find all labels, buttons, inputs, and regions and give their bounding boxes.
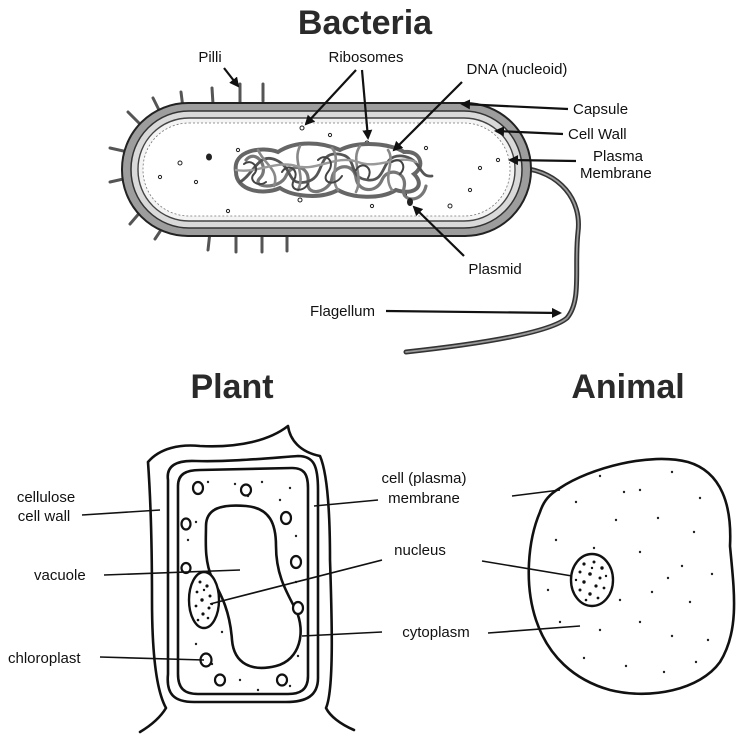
label-plasma-membrane-2: Membrane — [580, 165, 652, 182]
plant-cell — [140, 426, 354, 732]
animal-plasma-membrane — [529, 459, 734, 694]
label-capsule: Capsule — [573, 101, 628, 118]
label-cell-wall: Cell Wall — [568, 126, 627, 143]
animal-heading: Animal — [571, 368, 684, 406]
vacuole — [206, 506, 301, 668]
label-pilli: Pilli — [198, 49, 221, 66]
label-chloroplast: chloroplast — [8, 650, 81, 667]
label-flagellum: Flagellum — [310, 303, 375, 320]
plant-heading: Plant — [190, 368, 273, 406]
label-ribosomes: Ribosomes — [328, 49, 403, 66]
animal-cell — [529, 459, 734, 694]
plant-nucleus — [189, 572, 219, 628]
bacteria-heading: Bacteria — [298, 4, 433, 42]
bacteria-cytoplasm — [143, 123, 510, 216]
animal-nucleus — [571, 554, 613, 606]
label-cytoplasm: cytoplasm — [402, 624, 470, 641]
label-nucleus: nucleus — [394, 542, 446, 559]
label-cell-membrane-2: membrane — [388, 490, 460, 507]
label-cell-membrane-1: cell (plasma) — [381, 470, 466, 487]
label-cellulose-2: cell wall — [18, 508, 71, 525]
label-plasmid: Plasmid — [468, 261, 521, 278]
plasmid — [407, 198, 413, 206]
plant-cellulose-wall — [140, 426, 354, 732]
label-cellulose-1: cellulose — [17, 489, 75, 506]
plasmid-small — [206, 154, 212, 161]
label-plasma-membrane-1: Plasma — [593, 148, 644, 165]
label-vacuole: vacuole — [34, 567, 86, 584]
label-dna: DNA (nucleoid) — [467, 61, 568, 78]
